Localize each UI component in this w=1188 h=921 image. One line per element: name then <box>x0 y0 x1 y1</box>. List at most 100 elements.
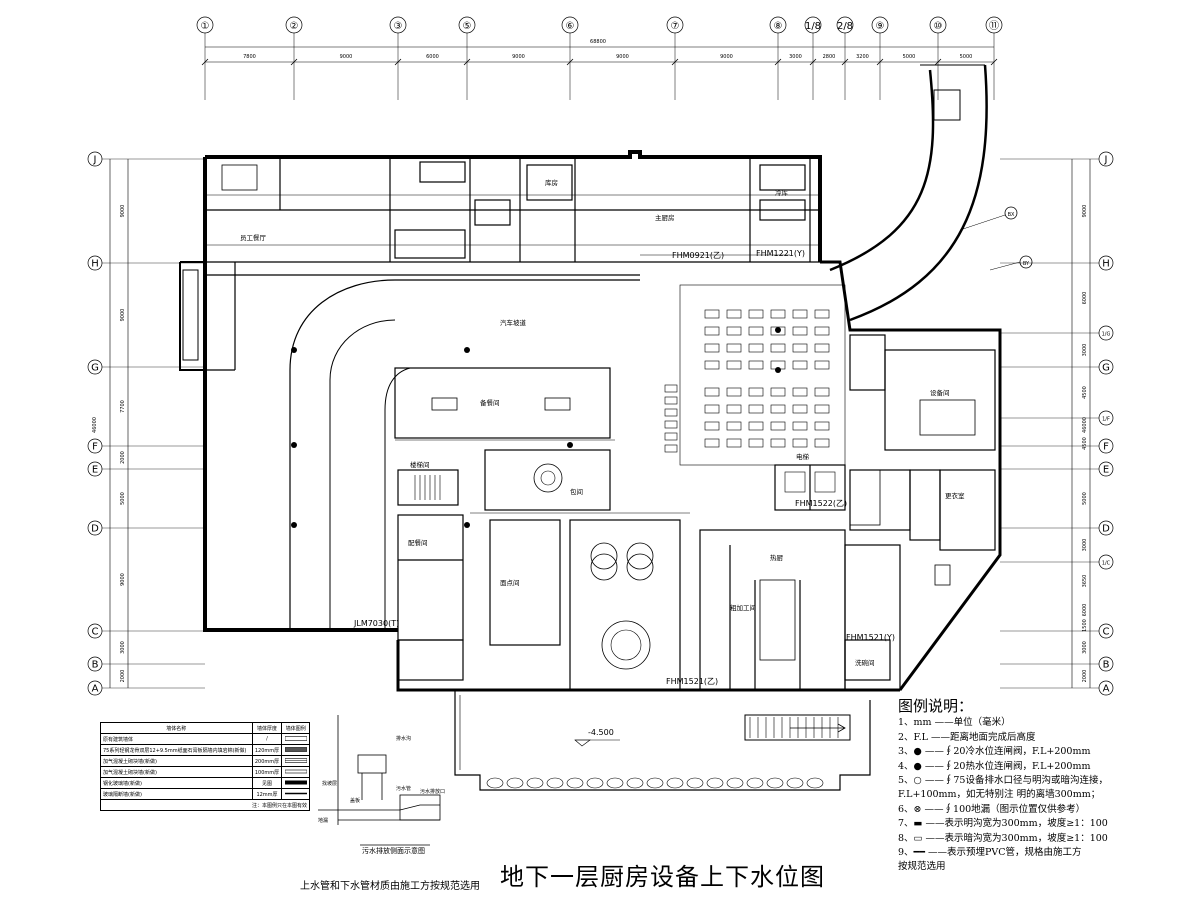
dining-table <box>792 326 808 336</box>
grid-axis-label: ⑩ <box>934 21 943 32</box>
dining-table <box>664 396 678 405</box>
table-cell: 12mm厚 <box>251 788 283 800</box>
curve-labels: BX BY <box>959 206 1033 271</box>
dimension-label: 5000 <box>1082 492 1088 505</box>
dimension-label: 9000 <box>720 54 733 60</box>
table-row: 钢化玻璃墙(新做) 见图 <box>100 777 310 789</box>
legend-title: 图例说明： <box>898 697 974 715</box>
table-cell: 见图 <box>251 777 283 789</box>
wall-swatch-icon <box>281 766 310 778</box>
dimension-label: 2000 <box>1082 670 1088 683</box>
dining-table <box>704 421 720 431</box>
material-note: 上水管和下水管材质由施工方按规范选用 <box>300 881 480 892</box>
door-tag: FHM1521(Y) <box>846 633 895 642</box>
table-cell: / <box>251 733 283 745</box>
legend-item: 3、● ——∮20冷水位连闸阀，F.L+200mm <box>898 746 1091 758</box>
dimension-label: 5000 <box>960 54 973 60</box>
dining-table <box>814 309 830 319</box>
grid-axis-label: 1/F <box>1102 417 1110 423</box>
table-cell: 120mm厚 <box>251 744 283 756</box>
dimension-label: 2000 <box>120 670 126 683</box>
room-label: 热厨 <box>770 553 784 562</box>
dining-table <box>770 387 786 397</box>
dining-table <box>748 343 764 353</box>
grid-axis-label: F <box>1103 442 1109 453</box>
dimension-label: 7800 <box>243 54 256 60</box>
legend-item: 7、▬ ——表示明沟宽为300mm，坡度≥1：100 <box>898 818 1108 830</box>
column-dot <box>567 442 573 448</box>
planter-shrub <box>546 777 564 789</box>
dining-table <box>726 438 742 448</box>
grid-axis-label: 1/8 <box>805 21 821 32</box>
dining-table <box>770 404 786 414</box>
dimension-label: 3200 <box>856 54 869 60</box>
legend-item: 5、○ ——∮75设备排水口径与明沟或暗沟连接， <box>898 775 1108 787</box>
table-cell: 75系列轻钢龙骨双层12+9.5mm纸面石膏板隔墙内填岩棉(新做) <box>100 744 253 756</box>
room-label: 配餐间 <box>408 538 428 547</box>
grid-axis-label: ⑥ <box>566 21 575 32</box>
grid-axis-label: ⑤ <box>463 21 472 32</box>
wall-swatch-icon <box>281 733 310 745</box>
dimension-label: 3000 <box>1082 344 1088 357</box>
dining-table <box>726 309 742 319</box>
overall-width: 68800 <box>590 39 606 45</box>
planter-shrub <box>566 777 584 789</box>
grid-axis-label: A <box>1103 684 1110 695</box>
grid-axis-label: D <box>1102 524 1110 535</box>
dining-table <box>792 438 808 448</box>
table-note: 注：本图例只在本图有效 <box>100 799 310 811</box>
legend-item: 4、● ——∮20热水位连闸阀，F.L+200mm <box>898 760 1091 772</box>
dining-table <box>664 432 678 441</box>
table-row: 注：本图例只在本图有效 <box>100 799 310 811</box>
dining-table <box>664 408 678 417</box>
table-header: 墙体名称 <box>100 722 253 734</box>
right-total: 46000 <box>1082 417 1088 433</box>
left-total: 46000 <box>92 417 98 433</box>
room-labels: 员工餐厅 主厨房 备餐间 冷库 粗加工间 洗碗间 更衣室 库房 面点间 热厨 配… <box>240 178 965 667</box>
column-dot <box>291 347 297 353</box>
dining-table <box>726 404 742 414</box>
room-label: 设备间 <box>930 388 950 397</box>
room-label: 更衣室 <box>945 491 965 500</box>
dining-table <box>748 387 764 397</box>
dimension-label: 3000 <box>120 641 126 654</box>
planter-shrub <box>506 777 524 789</box>
room-label: 面点间 <box>500 579 520 587</box>
door-tags: FHM1221(Y) FHM0921(乙) FHM1522(乙) FHM1521… <box>353 249 895 686</box>
dining-table <box>814 438 830 448</box>
planter-shrub <box>806 777 824 789</box>
column-dot <box>775 327 781 333</box>
page-title: 地下一层厨房设备上下水位图 <box>500 863 825 891</box>
legend-item: 按规范选用 <box>898 861 946 873</box>
inset-label: 找坡层 <box>322 780 337 787</box>
stair-arrow-icon <box>790 723 846 733</box>
dining-table <box>792 387 808 397</box>
grid-axis-label: 1/C <box>1102 561 1111 567</box>
dining-table <box>792 421 808 431</box>
planter-shrub <box>746 777 764 789</box>
table-row: 加气混凝土砌块墙(新做) 100mm厚 <box>100 766 310 778</box>
grid-axis-label: ⑧ <box>774 21 783 32</box>
grid-axis-label: G <box>91 363 99 374</box>
dining-table <box>792 309 808 319</box>
dimension-label: 9000 <box>340 54 353 60</box>
dining-table <box>704 387 720 397</box>
dining-table <box>726 421 742 431</box>
dining-table <box>704 360 720 370</box>
dining-table <box>726 387 742 397</box>
room-label: 冷库 <box>775 188 789 197</box>
grid-axis-label: 1/G <box>1102 332 1111 338</box>
grid-axis-label: J <box>1104 155 1108 166</box>
grid-axis-label: C <box>92 627 99 638</box>
grid-axis-label: B <box>92 660 99 671</box>
dimension-label: 4500 <box>1082 437 1088 450</box>
door-tag: FHM1522(乙) <box>795 499 847 508</box>
grid-axis-label: A <box>92 684 99 695</box>
planter-shrub <box>586 777 604 789</box>
grid-axis-label: ① <box>201 21 210 32</box>
dimension-label: 3000 <box>1082 641 1088 654</box>
wall-legend-table: 墙体名称 墙体厚度 墙体图例 原有建筑墙体 / 75系列轻钢龙骨双层12+9.5… <box>100 722 310 811</box>
dining-table <box>814 404 830 414</box>
legend-item: 8、▭ ——表示暗沟宽为300mm，坡度≥1：100 <box>898 832 1108 844</box>
elevation-value: -4.500 <box>588 728 614 737</box>
